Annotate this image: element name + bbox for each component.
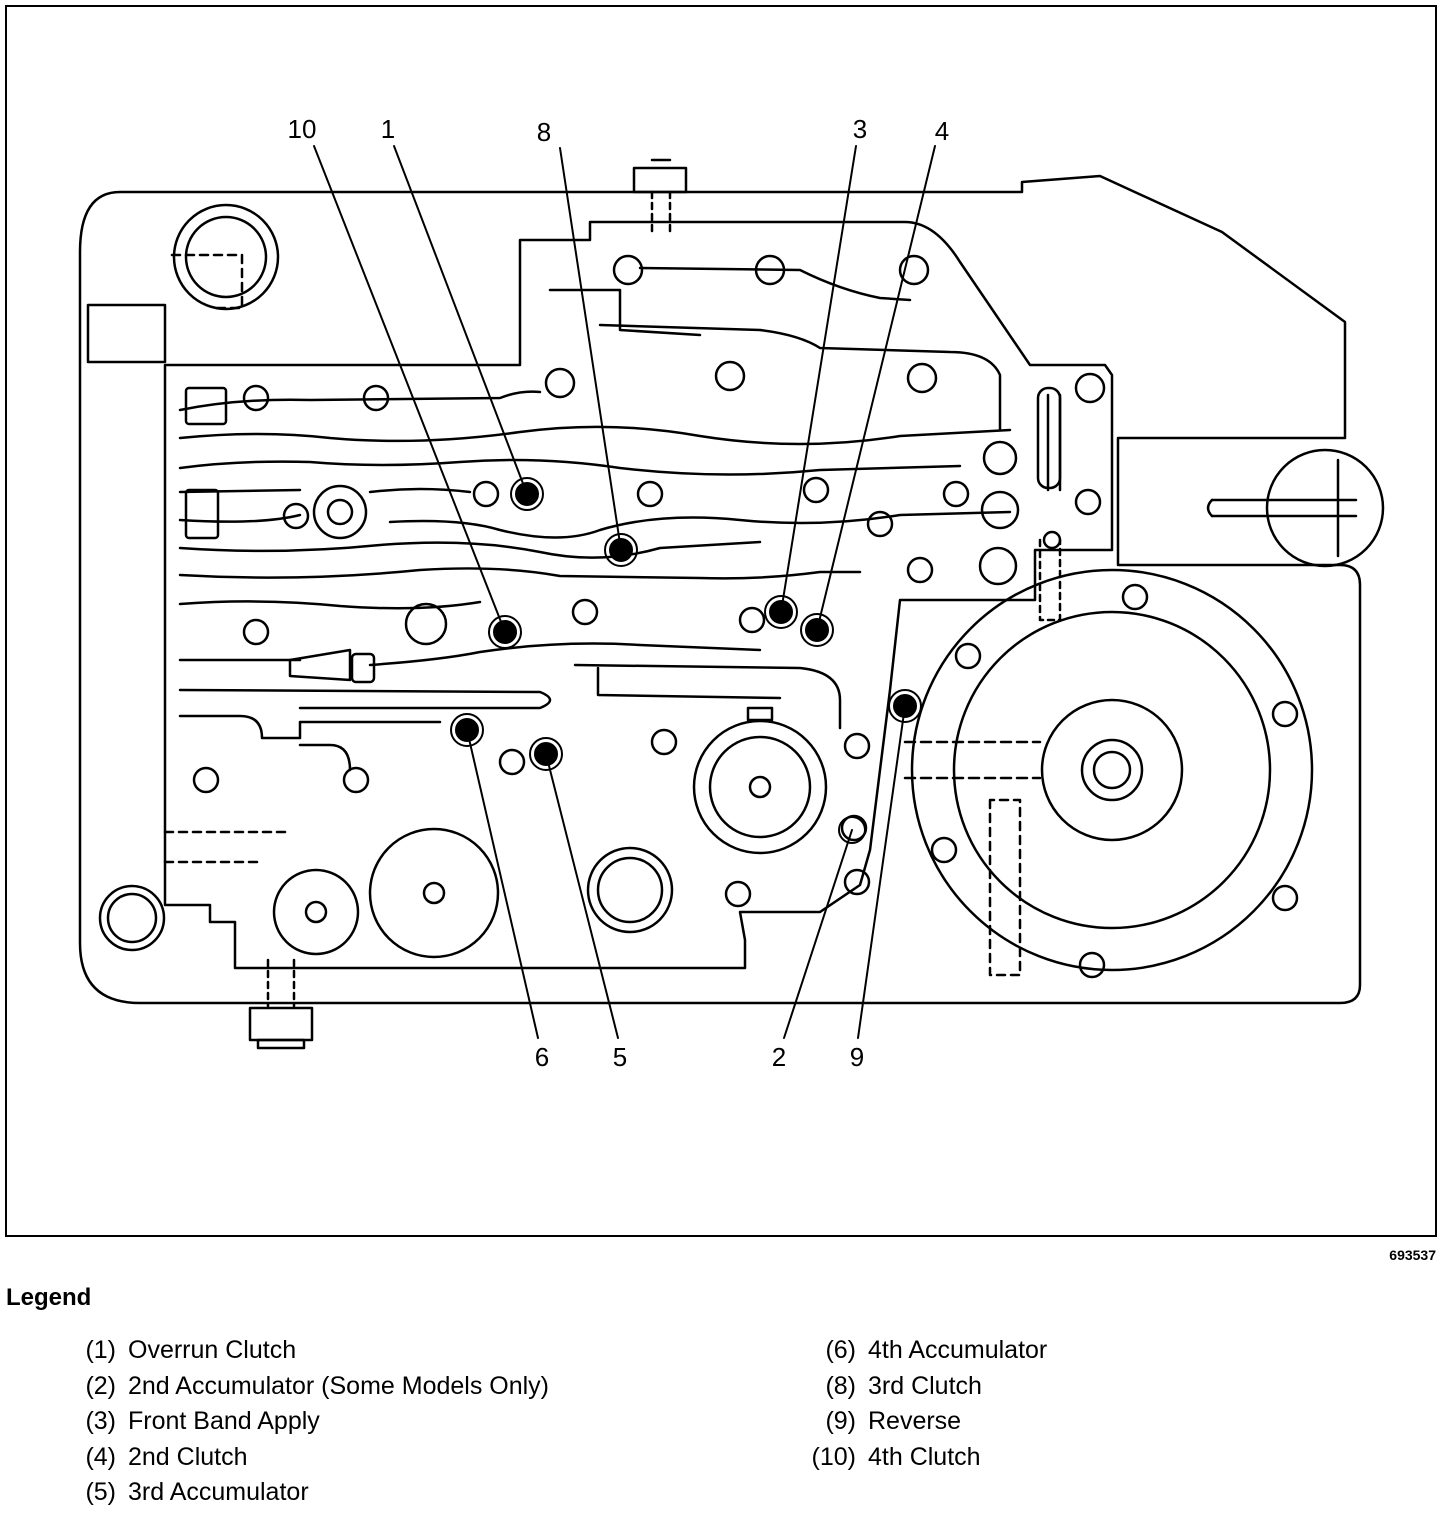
legend-item: (9) Reverse — [800, 1404, 1047, 1440]
legend-item: (3) Front Band Apply — [60, 1404, 549, 1440]
legend-item-label: Reverse — [868, 1407, 962, 1436]
housing-tab — [86, 303, 167, 364]
legend-column-right: (6) 4th Accumulator (8) 3rd Clutch (9) R… — [800, 1333, 1048, 1476]
legend-item-label: Front Band Apply — [128, 1407, 320, 1436]
leader-5 — [545, 753, 619, 1039]
legend-item: (8) 3rd Clutch — [800, 1369, 1047, 1405]
legend-item: (2) 2nd Accumulator (Some Models Only) — [60, 1369, 549, 1405]
legend-column-left: (1) Overrun Clutch (2) 2nd Accumulator (… — [60, 1333, 549, 1511]
servo-bore-center — [692, 719, 828, 855]
leader-1 — [393, 145, 528, 495]
legend-item-label: 2nd Accumulator (Some Models Only) — [128, 1371, 550, 1400]
legend-item-number: (2) — [85, 1371, 116, 1400]
legend-item: (10) 4th Clutch — [800, 1440, 1047, 1476]
legend-item-number: (1) — [85, 1336, 116, 1365]
bolt-top — [632, 158, 688, 234]
leader-4 — [816, 145, 936, 631]
callout-1: 1 — [381, 114, 395, 144]
legend-item-label: 2nd Clutch — [128, 1442, 248, 1471]
figure-id: 693537 — [1389, 1247, 1436, 1263]
legend-item-label: 4th Accumulator — [868, 1336, 1048, 1365]
callout-5: 5 — [613, 1042, 627, 1072]
legend-item-number: (4) — [85, 1442, 116, 1471]
legend-item-number: (9) — [825, 1407, 856, 1436]
legend-item: (5) 3rd Accumulator — [60, 1475, 549, 1511]
legend-item: (4) 2nd Clutch — [60, 1440, 549, 1476]
leader-6 — [466, 729, 539, 1039]
legend-item-label: 3rd Accumulator — [128, 1478, 309, 1507]
legend-item-label: Overrun Clutch — [128, 1336, 297, 1365]
callout-6: 6 — [535, 1042, 549, 1072]
legend-item-number: (8) — [825, 1371, 856, 1400]
callout-2: 2 — [772, 1042, 786, 1072]
callout-10: 10 — [288, 114, 317, 144]
servo-cover-outer — [910, 568, 1314, 972]
legend-item-number: (10) — [811, 1442, 856, 1471]
valve-body-diagram: 10 1 8 3 4 6 5 2 9 — [78, 114, 1385, 1072]
callout-4: 4 — [935, 116, 949, 146]
legend-item-number: (3) — [85, 1407, 116, 1436]
bolt-bottom — [248, 958, 314, 1050]
callout-3: 3 — [853, 114, 867, 144]
legend-item-number: (5) — [85, 1478, 116, 1507]
accumulator-bore-left — [272, 868, 360, 956]
housing-port-bottom-left — [98, 884, 166, 952]
legend-item-label: 3rd Clutch — [868, 1371, 982, 1400]
valve-body-plate — [163, 220, 1114, 970]
figure-frame — [5, 5, 1437, 1237]
accumulator-bore-middle — [368, 827, 500, 959]
legend-item: (1) Overrun Clutch — [60, 1333, 549, 1369]
callout-9: 9 — [850, 1042, 864, 1072]
legend-title: Legend — [6, 1284, 92, 1311]
end-cap — [1265, 448, 1385, 568]
accumulator-bore-right — [586, 846, 674, 934]
leader-10 — [313, 145, 506, 633]
callout-8: 8 — [537, 117, 551, 147]
legend-item-label: 4th Clutch — [868, 1442, 981, 1471]
housing-port-top-left — [172, 203, 280, 311]
legend-item-number: (6) — [825, 1336, 856, 1365]
legend-item: (6) 4th Accumulator — [800, 1333, 1047, 1369]
leader-8 — [559, 147, 622, 551]
spring-plug — [288, 648, 376, 684]
case-outline — [78, 174, 1362, 1005]
leader-2 — [783, 829, 853, 1039]
leader-9 — [857, 705, 906, 1039]
check-ball-2 — [838, 816, 866, 844]
leader-3 — [780, 145, 857, 613]
